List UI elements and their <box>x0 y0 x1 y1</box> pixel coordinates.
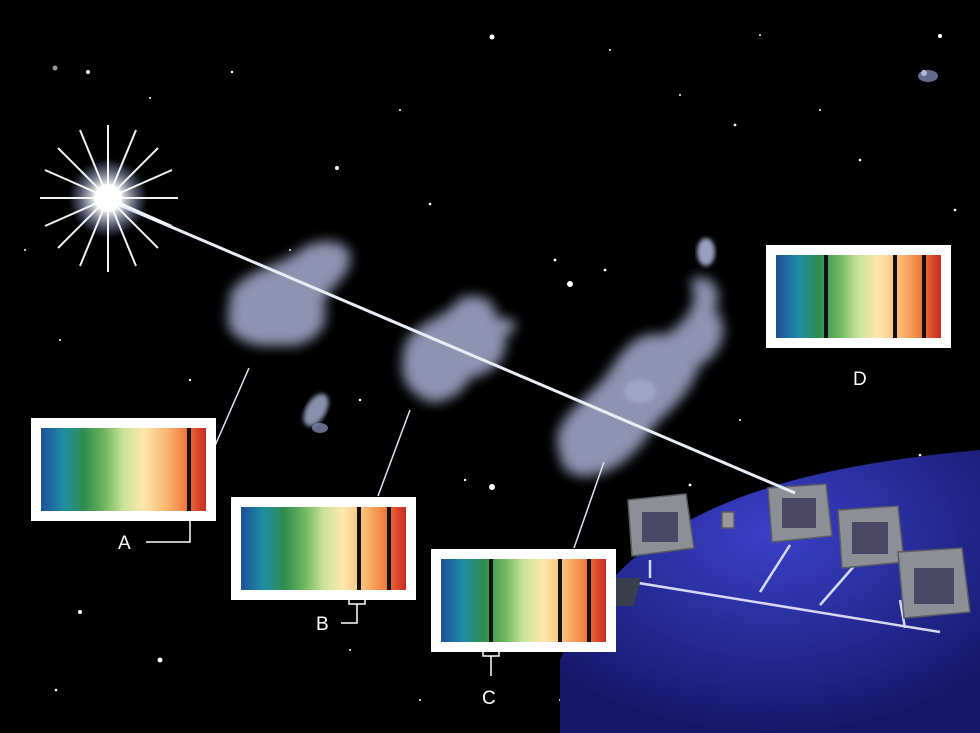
absorption-line <box>893 255 897 338</box>
absorption-line <box>824 255 828 338</box>
gas-cloud-icon <box>227 241 724 477</box>
starfield <box>24 34 961 701</box>
label-c: C <box>482 688 496 709</box>
pointer-lines <box>213 367 605 549</box>
absorption-line <box>357 507 361 590</box>
light-beam <box>107 198 796 495</box>
spectrum-b <box>231 497 416 600</box>
spectrum-a <box>31 418 216 521</box>
absorption-line <box>922 255 926 338</box>
absorption-line <box>587 559 591 642</box>
absorption-line <box>558 559 562 642</box>
spectrum-d <box>766 245 951 348</box>
label-d: D <box>853 369 867 390</box>
absorption-line <box>387 507 391 590</box>
label-b: B <box>316 614 329 635</box>
observatory-connections <box>619 544 941 634</box>
label-a: A <box>118 533 131 554</box>
quasar-star-icon <box>40 125 178 272</box>
spectrum-c <box>431 549 616 652</box>
absorption-line <box>187 428 191 511</box>
absorption-line <box>489 559 493 642</box>
